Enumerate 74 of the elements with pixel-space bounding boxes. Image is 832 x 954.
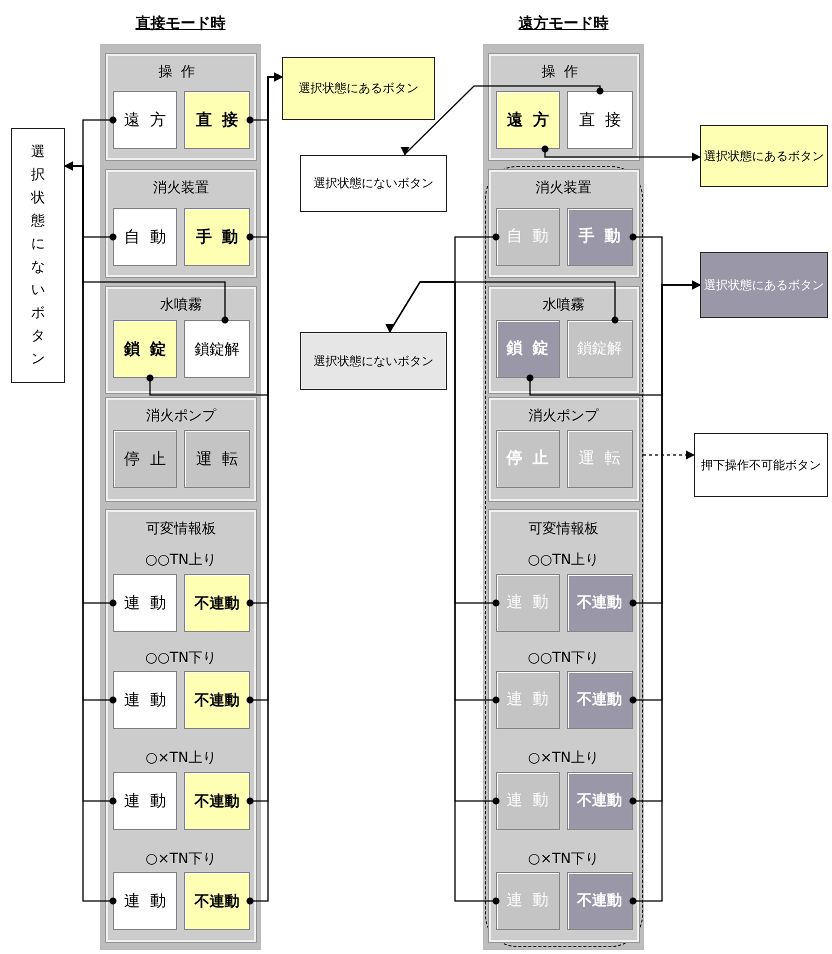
row-label: ○×TN上り [144, 749, 218, 768]
callout-note: 選択状態にないボタン [300, 332, 447, 390]
toggle-button: 不連動 [184, 772, 250, 830]
toggle-button: 運転 [184, 430, 250, 488]
panel-heading: 直接モード時 [134, 14, 226, 33]
toggle-button: 遠方 [113, 91, 177, 149]
section-title: 操作 [540, 63, 588, 82]
toggle-button: 不連動 [566, 872, 632, 930]
panel-section [488, 170, 638, 276]
section-title: 水噴霧 [159, 296, 203, 315]
panel-section [488, 286, 638, 392]
callout-note: 選択状態にないボタン [300, 155, 447, 212]
leader-line [386, 281, 500, 904]
row-label: ○×TN上り [527, 748, 600, 768]
callout-note: 選択状態にあるボタン [700, 252, 828, 318]
panel-section [106, 398, 256, 501]
toggle-button: 運転 [566, 430, 632, 488]
section-title: 消火装置 [152, 179, 210, 198]
toggle-button: 不連動 [184, 872, 250, 930]
toggle-button: 鎖錠 [113, 320, 177, 378]
row-label: ○○TN上り [144, 551, 218, 570]
toggle-button: 連動 [496, 670, 560, 728]
section-title: 操作 [158, 63, 204, 82]
toggle-button: 不連動 [566, 670, 632, 728]
leader-line [542, 146, 701, 162]
callout-note: 選択状態にあるボタン [282, 57, 435, 120]
toggle-button: 直接 [184, 91, 250, 149]
panel-section [106, 170, 256, 277]
row-label: ○×TN下り [527, 850, 600, 868]
dashed-outline [485, 166, 643, 947]
panel-heading: 遠方モード時 [518, 14, 610, 33]
toggle-button: 停止 [113, 430, 177, 488]
toggle-button: 鎖錠 [496, 320, 560, 378]
panel-section [489, 54, 639, 160]
toggle-button: 連動 [113, 872, 177, 930]
toggle-button: 鎖錠解 [184, 320, 250, 378]
section-title: 消火装置 [534, 178, 592, 198]
toggle-button: 手動 [566, 208, 632, 266]
toggle-button: 不連動 [184, 671, 250, 729]
callout-note: 押下操作不可能ボタン [694, 433, 828, 497]
panel-section [106, 54, 256, 160]
toggle-button: 不連動 [566, 574, 632, 632]
leader-line [630, 280, 701, 904]
panel-section [106, 287, 256, 393]
toggle-button: 手動 [184, 208, 250, 266]
toggle-button: 連動 [113, 574, 177, 632]
section-title: 消火ポンプ [528, 406, 600, 426]
section-title: 消火ポンプ [145, 407, 218, 426]
row-label: ○○TN下り [526, 648, 600, 668]
toggle-button: 不連動 [184, 574, 250, 632]
toggle-button: 鎖錠解 [566, 320, 632, 378]
callout-note: 選択状態にあるボタン [700, 125, 828, 187]
toggle-button: 自動 [113, 208, 177, 266]
toggle-button: 停止 [496, 430, 560, 488]
toggle-button: 連動 [113, 772, 177, 830]
section-title: 可変情報板 [145, 520, 217, 539]
toggle-button: 連動 [496, 772, 560, 830]
panel-section [488, 398, 638, 500]
row-label: ○×TN下り [144, 850, 218, 869]
section-title: 可変情報板 [528, 520, 600, 538]
toggle-button: 遠方 [496, 91, 560, 149]
panel-section [106, 510, 256, 942]
toggle-button: 連動 [496, 574, 560, 632]
toggle-button: 直接 [567, 91, 633, 149]
panel-section [488, 510, 638, 942]
toggle-button: 自動 [496, 208, 560, 266]
row-label: ○○TN上り [526, 550, 600, 570]
toggle-button: 連動 [496, 872, 560, 930]
toggle-button: 連動 [113, 671, 177, 729]
section-title: 水噴霧 [542, 296, 586, 314]
row-label: ○○TN下り [144, 649, 218, 668]
leader-line [400, 85, 604, 156]
toggle-button: 不連動 [566, 772, 632, 830]
callout-note: 選択状態にないボタン [11, 128, 65, 383]
